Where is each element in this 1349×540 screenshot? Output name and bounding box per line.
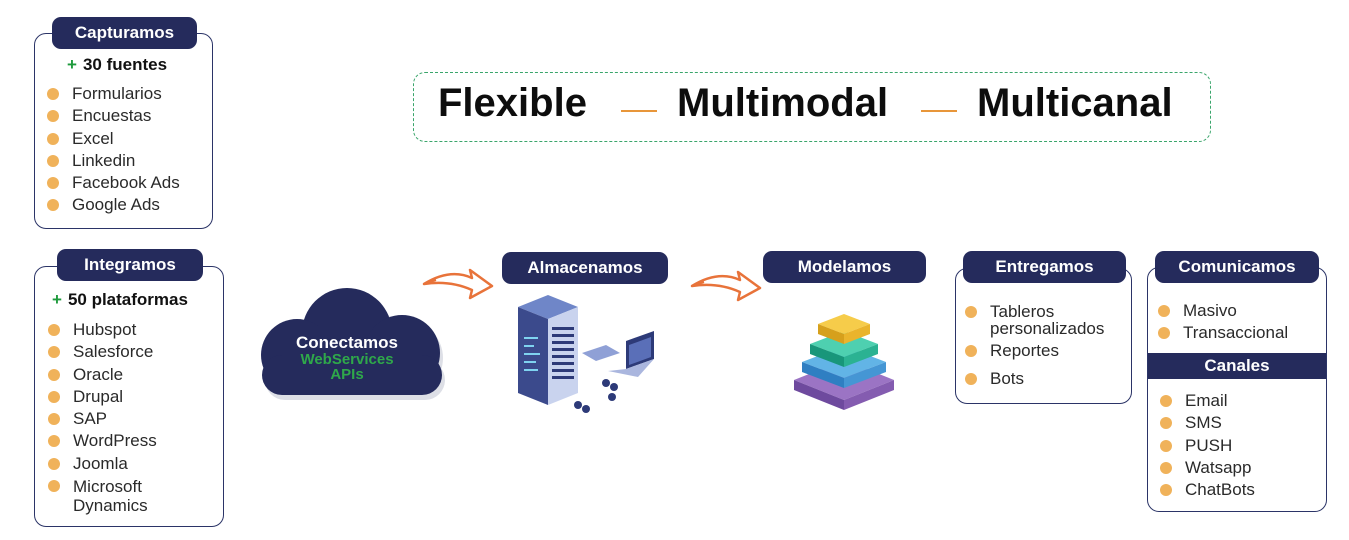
comunicamos-list: Masivo Transaccional xyxy=(1158,300,1288,345)
banner-word-multimodal: Multimodal xyxy=(677,81,889,125)
plus-sign: + xyxy=(52,290,62,309)
capturamos-title: Capturamos xyxy=(52,17,197,49)
comunicamos-title: Comunicamos xyxy=(1155,251,1319,283)
integramos-box xyxy=(34,266,224,527)
canales-header: Canales xyxy=(1148,353,1326,379)
banner-word-multicanal: Multicanal xyxy=(977,81,1173,125)
canales-list: Email SMS PUSH Watsapp ChatBots xyxy=(1160,390,1255,501)
bullet-icon xyxy=(1158,327,1170,340)
integramos-count-label: 50 plataformas xyxy=(67,290,188,309)
bullet-icon xyxy=(1158,305,1170,317)
list-item: PUSH xyxy=(1160,435,1255,457)
list-item: Excel xyxy=(47,128,180,150)
bullet-icon xyxy=(1160,461,1172,474)
list-item: SMS xyxy=(1160,412,1255,434)
list-item: Bots xyxy=(965,368,1104,390)
capturamos-count-label: 30 fuentes xyxy=(82,55,168,74)
list-item: WordPress xyxy=(48,430,157,452)
cloud-line-webservices: WebServices xyxy=(300,351,394,368)
bullet-icon xyxy=(1160,395,1172,407)
banner-word-flexible: Flexible xyxy=(438,81,587,125)
bullet-icon xyxy=(1160,417,1172,430)
arrow-icon xyxy=(422,268,494,300)
list-item: Linkedin xyxy=(47,150,180,172)
list-item: Hubspot xyxy=(48,319,157,341)
integramos-title: Integramos xyxy=(57,249,203,281)
list-item: SAP xyxy=(48,408,157,430)
list-item: Watsapp xyxy=(1160,457,1255,479)
capturamos-box xyxy=(34,33,213,229)
entregamos-title: Entregamos xyxy=(963,251,1126,283)
list-item: Oracle xyxy=(48,364,157,386)
list-item: Encuestas xyxy=(47,105,180,127)
bullet-icon xyxy=(48,390,60,403)
arrow-icon xyxy=(690,270,762,302)
cloud-line-apis: APIs xyxy=(330,366,364,383)
list-item: Google Ads xyxy=(47,194,180,216)
list-item: Reportes xyxy=(965,340,1104,362)
plus-sign: + xyxy=(67,55,77,74)
integramos-count: +50 plataformas xyxy=(52,290,188,310)
list-item: Email xyxy=(1160,390,1255,412)
bullet-icon xyxy=(48,480,60,493)
bullet-icon xyxy=(965,306,977,318)
bullet-icon xyxy=(48,435,60,448)
bullet-icon xyxy=(47,177,59,190)
list-item: Formularios xyxy=(47,83,180,105)
bullet-icon xyxy=(48,368,60,381)
server-icon xyxy=(518,295,654,413)
bullet-icon xyxy=(47,154,59,167)
bullet-icon xyxy=(48,346,60,359)
list-item: Facebook Ads xyxy=(47,172,180,194)
capturamos-list: Formularios Encuestas Excel Linkedin Fac… xyxy=(47,83,180,217)
banner-separator xyxy=(621,110,657,112)
banner-separator xyxy=(921,110,957,112)
bullet-icon xyxy=(1160,439,1172,452)
list-item: Salesforce xyxy=(48,341,157,363)
almacenamos-title: Almacenamos xyxy=(502,252,668,284)
bullet-icon xyxy=(48,413,60,426)
bullet-icon xyxy=(47,110,59,123)
cloud-title: Conectamos xyxy=(295,333,399,352)
cloud-icon xyxy=(261,288,445,400)
list-item: ChatBots xyxy=(1160,479,1255,501)
tagline-banner: Flexible Multimodal Multicanal xyxy=(413,72,1211,142)
bullet-icon xyxy=(47,88,59,100)
list-item: Joomla xyxy=(48,453,157,475)
cloud-label: Conectamos WebServices APIs xyxy=(262,333,432,382)
list-item: Drupal xyxy=(48,386,157,408)
bullet-icon xyxy=(48,457,60,470)
integramos-list: Hubspot Salesforce Oracle Drupal SAP Wor… xyxy=(48,319,157,515)
entregamos-box xyxy=(955,268,1132,404)
bullet-icon xyxy=(47,132,59,145)
bullet-icon xyxy=(47,199,59,212)
comunicamos-box xyxy=(1147,267,1327,512)
capturamos-count: +30 fuentes xyxy=(67,55,167,75)
bullet-icon xyxy=(965,373,977,386)
bullet-icon xyxy=(965,345,977,357)
bullet-icon xyxy=(48,324,60,336)
modelamos-title: Modelamos xyxy=(763,251,926,283)
layers-icon xyxy=(794,314,894,410)
bullet-icon xyxy=(1160,484,1172,497)
list-item: Masivo xyxy=(1158,300,1288,322)
list-item: Transaccional xyxy=(1158,322,1288,344)
